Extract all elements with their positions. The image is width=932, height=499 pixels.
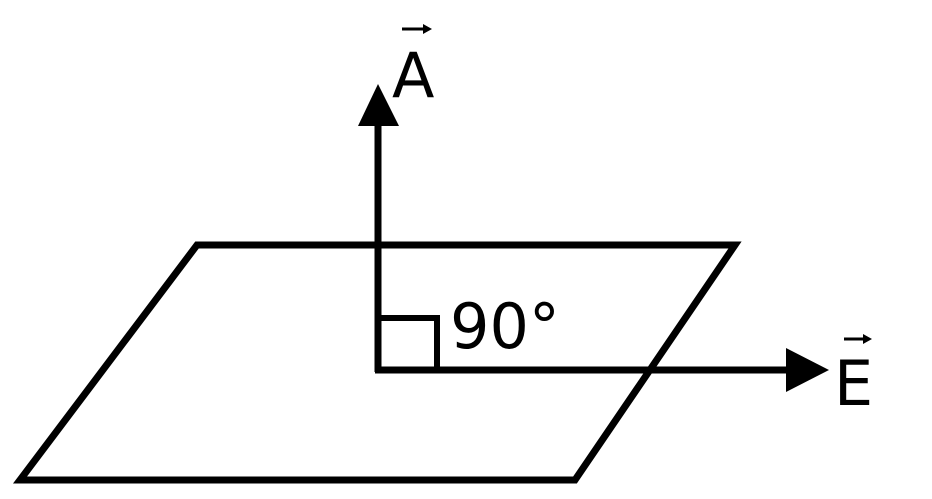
right-angle-marker bbox=[378, 315, 440, 370]
vector-e-label: E bbox=[834, 347, 873, 420]
angle-label: 90° bbox=[450, 290, 560, 363]
vector-a-arrowhead bbox=[358, 84, 399, 126]
plane-parallelogram bbox=[12, 241, 742, 484]
vector-e-arrowhead bbox=[786, 348, 829, 392]
vector-a-label: A bbox=[392, 39, 434, 112]
vector-a-overarrow-icon bbox=[402, 24, 432, 34]
vector-e-overarrow-icon bbox=[844, 334, 872, 344]
